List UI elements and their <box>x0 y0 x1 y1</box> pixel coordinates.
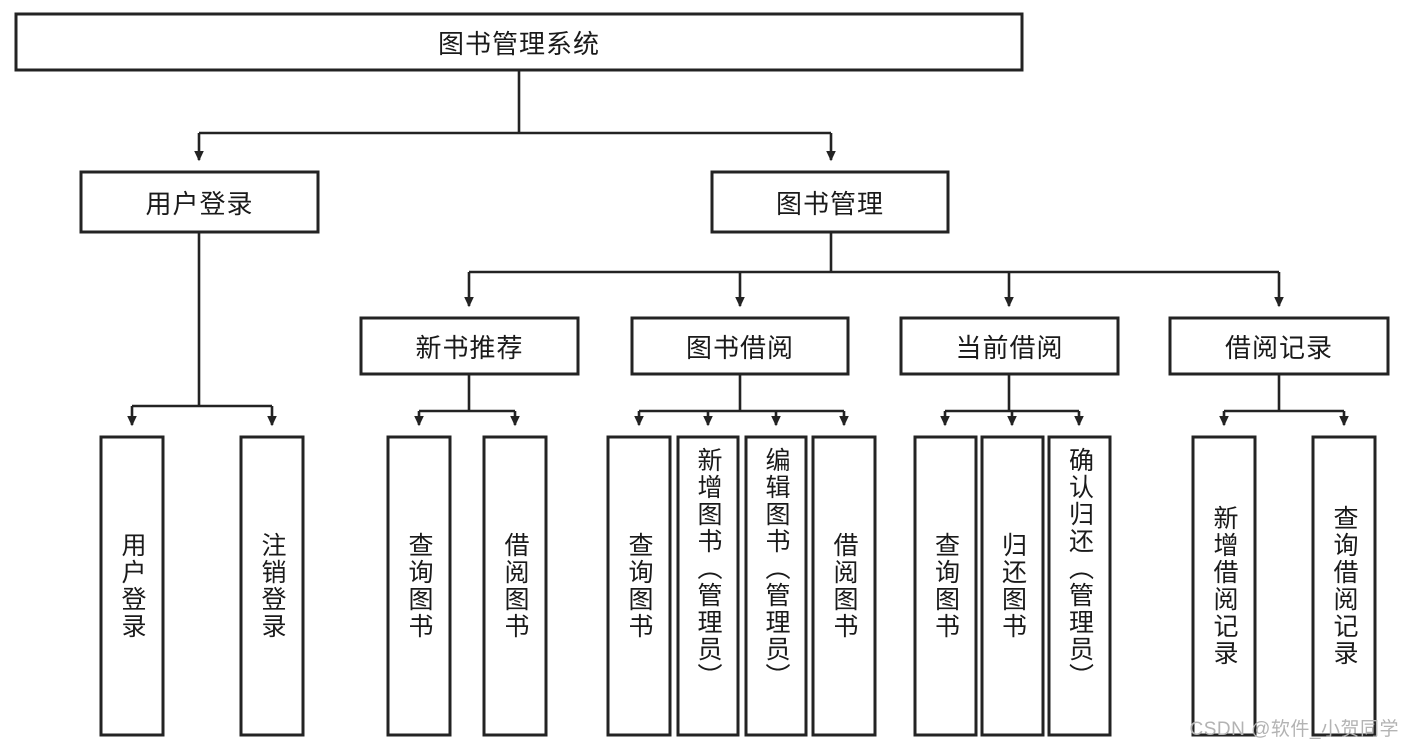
node-box-group <box>14 12 1390 737</box>
node-borrow-record-box[interactable] <box>1168 316 1390 376</box>
node-leaf-add-borrow-record-box[interactable] <box>1191 435 1257 737</box>
node-leaf-return-book-box[interactable] <box>980 435 1045 737</box>
node-root-box[interactable] <box>14 12 1024 72</box>
node-leaf-query-borrow-record-box[interactable] <box>1311 435 1377 737</box>
node-book-manage-box[interactable] <box>710 170 950 234</box>
node-current-borrow-box[interactable] <box>899 316 1120 376</box>
node-leaf-query-book-2-box[interactable] <box>606 435 672 737</box>
node-leaf-user-logout-box[interactable] <box>239 435 305 737</box>
node-user-login-box[interactable] <box>79 170 320 234</box>
node-book-borrow-box[interactable] <box>630 316 850 376</box>
node-leaf-confirm-return-admin-box[interactable] <box>1047 435 1112 737</box>
node-leaf-add-book-admin-box[interactable] <box>676 435 740 737</box>
node-leaf-query-book-1-box[interactable] <box>386 435 452 737</box>
node-new-book-recommend-box[interactable] <box>359 316 580 376</box>
connector-group <box>127 70 1349 427</box>
watermark-text: CSDN @软件_小贺同学 <box>1189 719 1399 740</box>
node-leaf-edit-book-admin-box[interactable] <box>744 435 808 737</box>
node-leaf-borrow-book-2-box[interactable] <box>811 435 877 737</box>
node-leaf-borrow-book-1-box[interactable] <box>482 435 548 737</box>
node-leaf-query-book-3-box[interactable] <box>913 435 978 737</box>
node-leaf-user-login-box[interactable] <box>99 435 165 737</box>
